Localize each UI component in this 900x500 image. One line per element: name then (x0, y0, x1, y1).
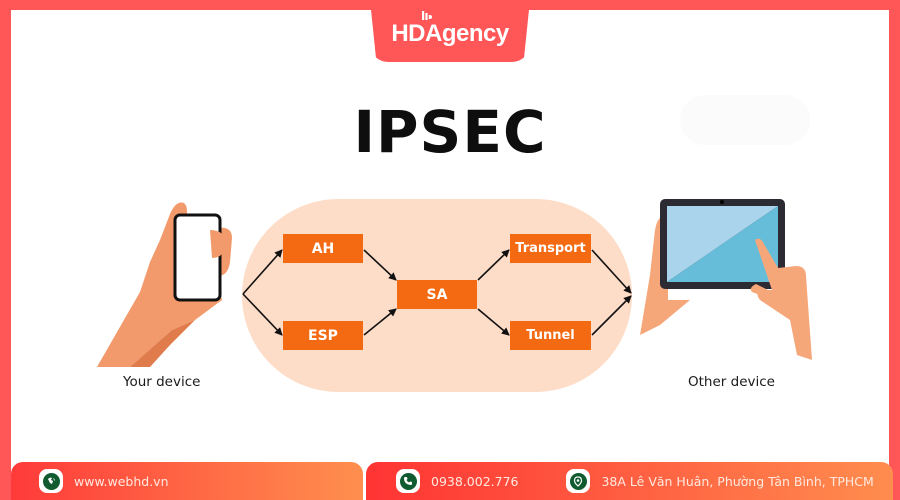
phone-number[interactable]: 0938.002.776 (431, 473, 519, 489)
other-device-label: Other device (688, 374, 775, 390)
node-tunnel: Tunnel (510, 321, 591, 350)
node-esp: ESP (283, 321, 363, 350)
logo-mark-icon (422, 11, 433, 20)
globe-icon (39, 469, 63, 493)
footer-website-bar: www.webhd.vn (11, 462, 363, 500)
footer-contact-bar: 0938.002.776 38A Lê Văn Huân, Phường Tân… (366, 462, 893, 500)
node-ah: AH (283, 234, 363, 263)
your-device-label: Your device (123, 374, 201, 390)
brand-name-hd: HD (391, 20, 425, 47)
node-sa: SA (397, 280, 477, 309)
brand-logo: HDAgency (391, 11, 509, 48)
diagram-title: IPSEC (0, 98, 900, 166)
node-transport: Transport (510, 234, 591, 263)
diagram-title-text: IPSEC (353, 98, 547, 166)
website-link[interactable]: www.webhd.vn (74, 473, 169, 489)
faded-watermark (680, 95, 810, 145)
address-text: 38A Lê Văn Huân, Phường Tân Bình, TPHCM (601, 473, 874, 489)
phone-icon (396, 469, 420, 493)
brand-name-agency: Agency (424, 20, 509, 47)
brand-logo-tab: HDAgency (370, 0, 530, 62)
location-pin-icon (566, 469, 591, 493)
